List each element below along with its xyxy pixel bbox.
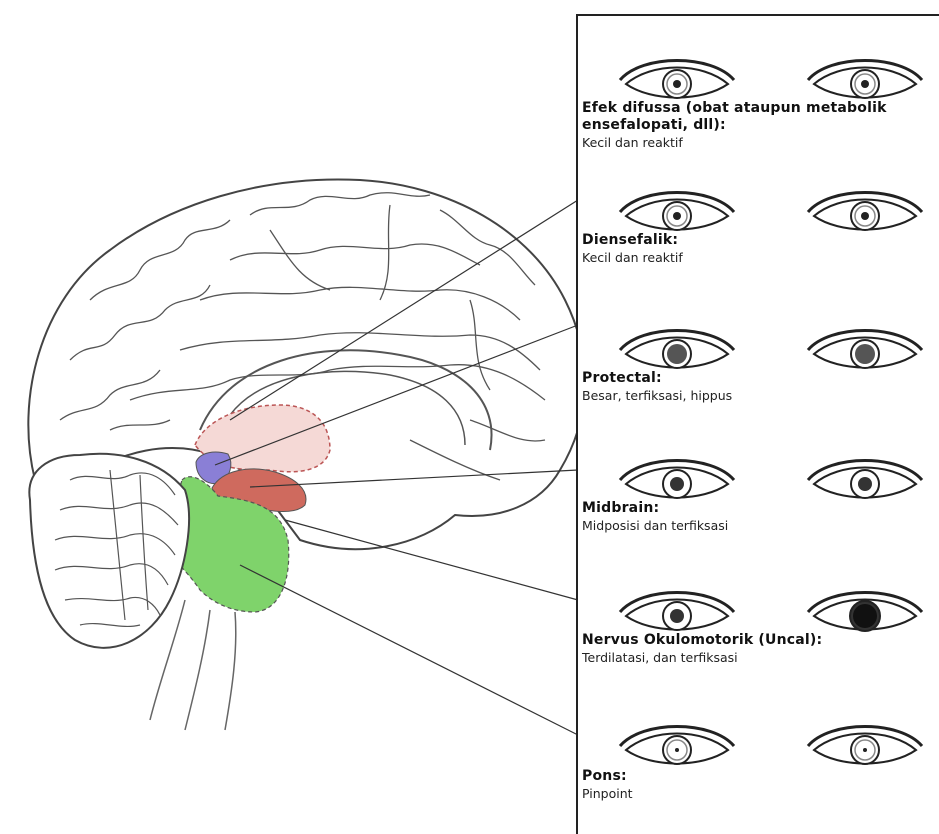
eye-icon: [800, 444, 930, 504]
eye-icon: [800, 176, 930, 236]
entry-pretectal: Protectal: Besar, terfiksasi, hippus: [582, 370, 939, 404]
entry-title: Protectal:: [582, 370, 939, 387]
entry-title: Pons:: [582, 768, 939, 785]
entry-title-cont: ensefalopati, dll):: [582, 117, 939, 134]
entry-description: Besar, terfiksasi, hippus: [582, 387, 939, 404]
entry-diencephalic: Diensefalik: Kecil dan reaktif: [582, 232, 939, 266]
entry-description: Midposisi dan terfiksasi: [582, 517, 939, 534]
entry-title: Diensefalik:: [582, 232, 939, 249]
entry-uncal: Nervus Okulomotorik (Uncal): Terdilatasi…: [582, 632, 939, 666]
eye-icon: [612, 44, 742, 104]
eye-icon: [612, 444, 742, 504]
eye-icon: [800, 710, 930, 770]
entry-description: Terdilatasi, dan terfiksasi: [582, 649, 939, 666]
entry-diffuse: Efek difussa (obat ataupun metabolik ens…: [582, 100, 939, 151]
entry-title: Nervus Okulomotorik (Uncal):: [582, 632, 939, 649]
eye-icon: [612, 314, 742, 374]
eye-icon: [612, 176, 742, 236]
entry-description: Kecil dan reaktif: [582, 249, 939, 266]
entry-description: Pinpoint: [582, 785, 939, 802]
eye-icon: [612, 576, 742, 636]
entry-pons: Pons: Pinpoint: [582, 768, 939, 802]
eye-icon: [612, 710, 742, 770]
eye-icon: [800, 44, 930, 104]
entry-midbrain: Midbrain: Midposisi dan terfiksasi: [582, 500, 939, 534]
entry-title: Efek difussa (obat ataupun metabolik: [582, 100, 939, 117]
eye-icon: [800, 314, 930, 374]
pupil-panel: Efek difussa (obat ataupun metabolik ens…: [576, 14, 939, 834]
entry-title: Midbrain:: [582, 500, 939, 517]
spinal-cord: [150, 600, 236, 730]
entry-description: Kecil dan reaktif: [582, 134, 939, 151]
eye-icon: [800, 576, 930, 636]
